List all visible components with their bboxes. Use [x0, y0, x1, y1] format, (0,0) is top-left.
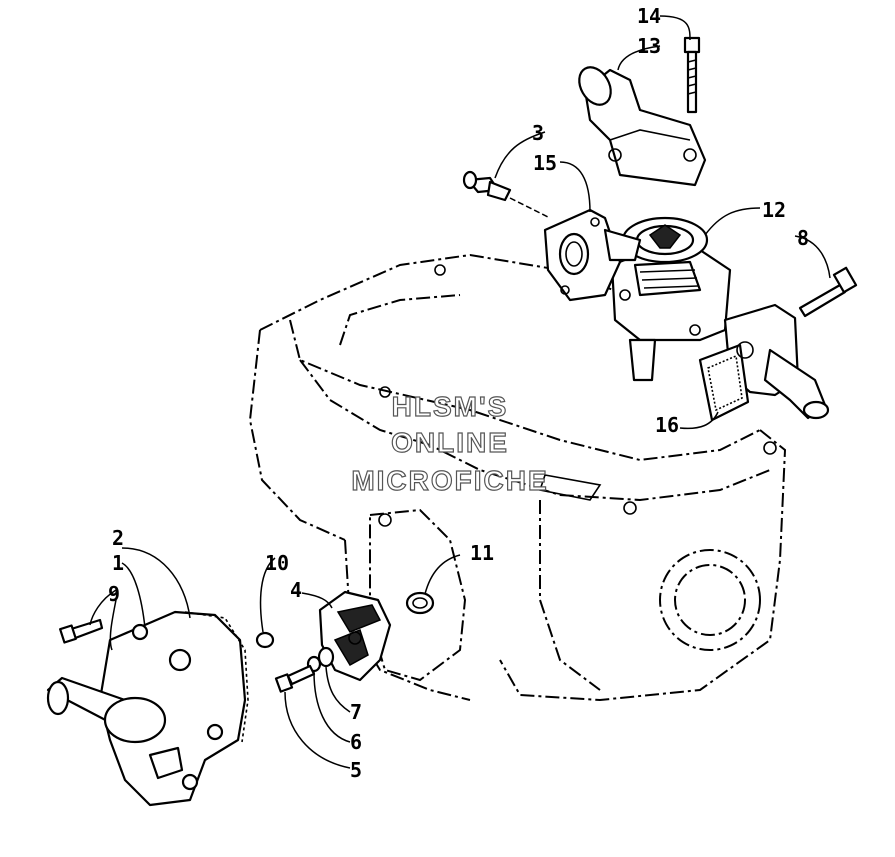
callout-1: 1 [112, 551, 124, 575]
callout-5: 5 [350, 758, 362, 782]
callout-13: 13 [637, 34, 661, 58]
bleeder-bolt-3 [462, 170, 551, 219]
engine-block [248, 253, 787, 702]
watermark-line-2: ONLINE [391, 427, 509, 458]
callout-12: 12 [762, 198, 786, 222]
water-pump-housing [46, 610, 249, 807]
watermark-line-1: HLSM'S [392, 391, 509, 422]
bolt-8 [798, 266, 858, 318]
callout-6: 6 [350, 730, 362, 754]
callout-3: 3 [532, 121, 544, 145]
bypass-elbow-16 [698, 303, 830, 422]
callout-8: 8 [797, 226, 809, 250]
callout-15: 15 [533, 151, 557, 175]
callout-2: 2 [112, 526, 124, 550]
outlet-elbow-15 [543, 208, 642, 302]
callout-14: 14 [637, 4, 661, 28]
callout-10: 10 [265, 551, 289, 575]
watermark-line-3: MICROFICHE [351, 465, 548, 496]
outlet-cap-13 [578, 66, 707, 187]
washers-and-bolt [274, 646, 335, 693]
callout-7: 7 [350, 700, 362, 724]
callout-9: 9 [108, 582, 120, 606]
impeller-4 [318, 590, 392, 682]
callout-labels: 1 2 3 4 5 6 7 8 9 10 11 12 13 14 15 16 [108, 4, 809, 782]
bolt-14 [683, 36, 701, 114]
watermark: HLSM'S ONLINE MICROFICHE [351, 390, 548, 496]
seal-11 [405, 591, 435, 615]
callout-4: 4 [290, 578, 302, 602]
callout-16: 16 [655, 413, 679, 437]
leader-lines [89, 15, 831, 769]
plug-10 [255, 631, 275, 649]
callout-11: 11 [470, 541, 494, 565]
bolt-9 [59, 618, 104, 644]
